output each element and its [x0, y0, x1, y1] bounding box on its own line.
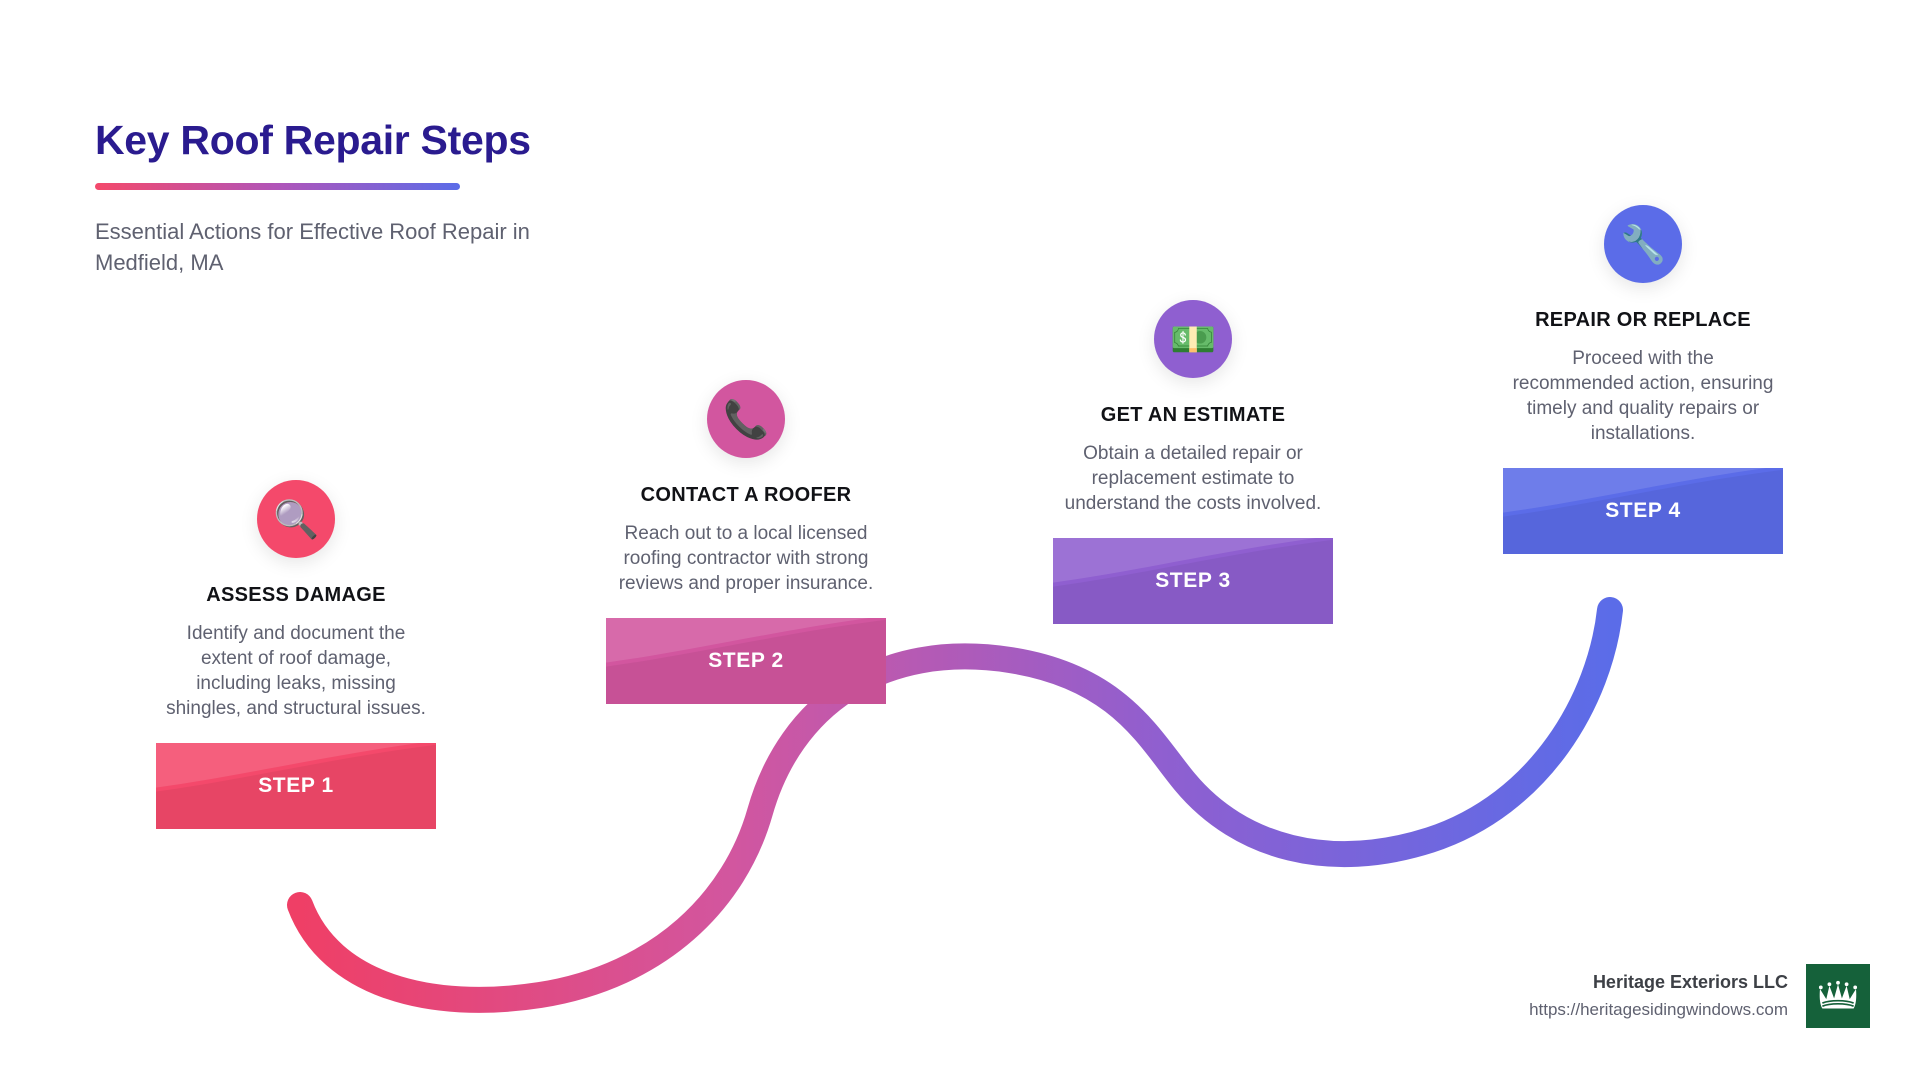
step-2-title: CONTACT A ROOFER: [640, 484, 852, 506]
step-2-description: Reach out to a local licensed roofing co…: [618, 523, 874, 595]
step-1-description: Identify and document the extent of roof…: [166, 623, 426, 720]
step-1-icon-glyph: 🔍: [272, 498, 320, 540]
telephone-receiver-icon: 📞: [707, 380, 785, 458]
page-subtitle: Essential Actions for Effective Roof Rep…: [95, 219, 530, 276]
step-3-badge[interactable]: STEP 3: [1053, 538, 1333, 625]
step-2-badge[interactable]: STEP 2: [606, 618, 886, 705]
step-3-title: GET AN ESTIMATE: [1100, 404, 1286, 426]
footer-text-block: Heritage Exteriors LLC https://heritages…: [1529, 972, 1788, 1020]
step-4-icon-glyph: 🔧: [1619, 223, 1667, 265]
step-4-badge[interactable]: STEP 4: [1503, 468, 1783, 555]
step-2-icon-glyph: 📞: [722, 398, 770, 440]
header-block: Key Roof Repair Steps Essential Actions …: [95, 117, 715, 279]
company-url[interactable]: https://heritagesidingwindows.com: [1529, 1000, 1788, 1019]
step-4-badge-label: STEP 4: [1605, 499, 1681, 523]
magnifying-glass-icon: 🔍: [257, 480, 335, 558]
step-3-badge-label: STEP 3: [1155, 569, 1231, 593]
step-card-1: 🔍 ASSESS DAMAGE Identify and document th…: [148, 480, 444, 830]
step-4-description: Proceed with the recommended action, ens…: [1512, 348, 1774, 445]
step-2-badge-label: STEP 2: [708, 649, 784, 673]
footer-branding: Heritage Exteriors LLC https://heritages…: [1529, 964, 1870, 1028]
page-title: Key Roof Repair Steps: [95, 117, 531, 163]
step-1-badge-label: STEP 1: [258, 774, 334, 798]
dollar-banknote-icon: 💵: [1154, 300, 1232, 378]
wrench-icon: 🔧: [1604, 205, 1682, 283]
step-4-title: REPAIR OR REPLACE: [1535, 309, 1751, 331]
step-3-description: Obtain a detailed repair or replacement …: [1064, 443, 1322, 515]
step-card-4: 🔧 REPAIR OR REPLACE Proceed with the rec…: [1495, 205, 1791, 555]
step-3-icon-glyph: 💵: [1169, 318, 1217, 360]
crown-glyph: [1818, 980, 1858, 1009]
step-1-title: ASSESS DAMAGE: [206, 584, 386, 606]
crown-logo-icon: [1806, 964, 1870, 1028]
company-name: Heritage Exteriors LLC: [1592, 972, 1788, 992]
step-card-3: 💵 GET AN ESTIMATE Obtain a detailed repa…: [1045, 300, 1341, 625]
title-underline-rule: [95, 183, 460, 191]
step-1-badge[interactable]: STEP 1: [156, 743, 436, 830]
step-card-2: 📞 CONTACT A ROOFER Reach out to a local …: [598, 380, 894, 705]
